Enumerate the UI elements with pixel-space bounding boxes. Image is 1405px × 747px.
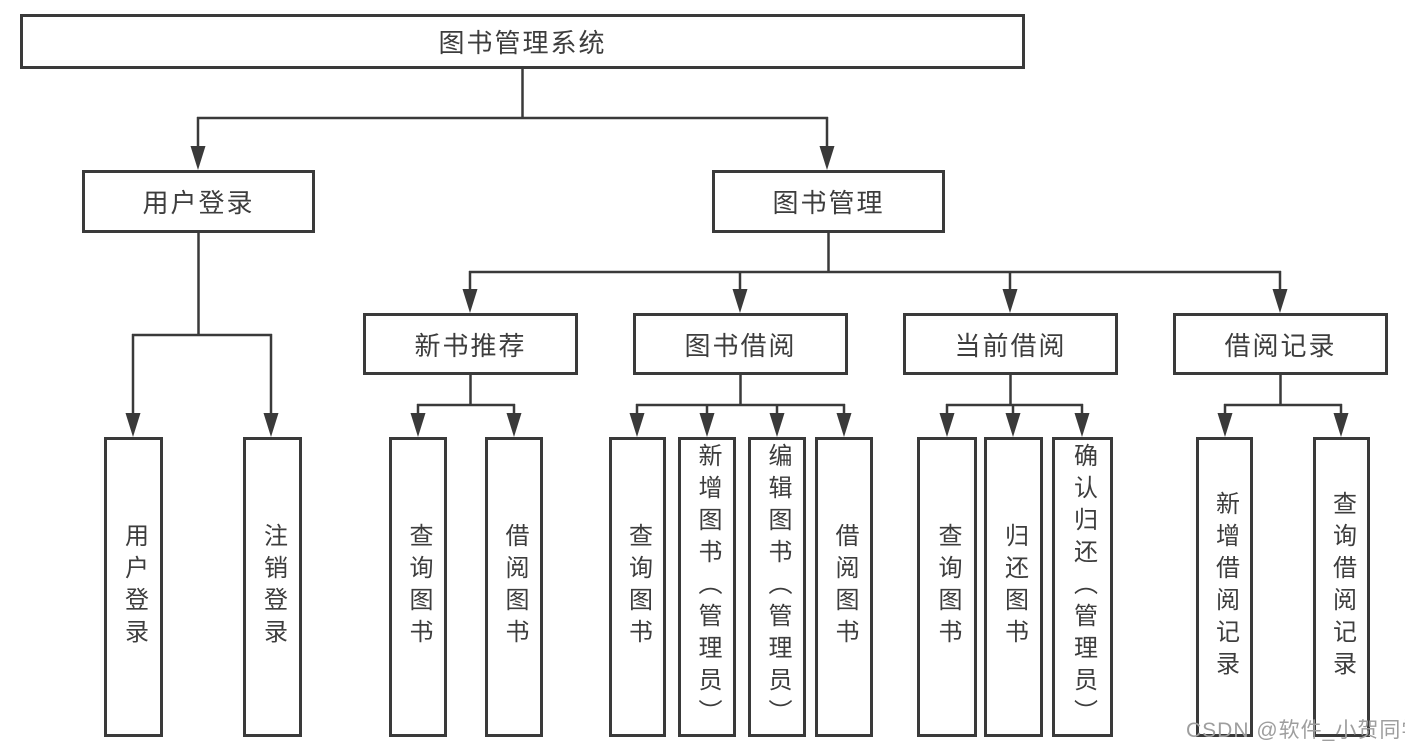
node-label: 新增借阅记录: [1211, 491, 1239, 683]
leaf-return-books: 归还图书: [984, 437, 1043, 737]
node-label: 编辑图书（管理员）: [764, 443, 791, 731]
node-book-borrow: 图书借阅: [633, 313, 848, 375]
leaf-add-borrow-record: 新增借阅记录: [1196, 437, 1253, 737]
node-label: 借阅图书: [831, 523, 858, 651]
node-label: 查询图书: [405, 523, 432, 651]
node-label: 图书管理: [772, 188, 885, 218]
node-label: 新增图书（管理员）: [694, 443, 721, 731]
node-label: 当前借阅: [954, 330, 1067, 361]
leaf-edit-books-admin: 编辑图书（管理员）: [748, 437, 806, 737]
watermark: CSDN @软件_小贺同学: [1186, 719, 1405, 742]
leaf-query-borrow-record: 查询借阅记录: [1313, 437, 1370, 737]
node-label: 图书借阅: [684, 330, 797, 361]
node-label: 注销登录: [259, 523, 287, 651]
leaf-borrow-books: 借阅图书: [485, 437, 543, 737]
node-label: 用户登录: [120, 523, 148, 651]
node-label: 查询图书: [624, 523, 652, 651]
node-label: 查询借阅记录: [1328, 491, 1356, 683]
leaf-borrow-books: 借阅图书: [815, 437, 873, 737]
node-label: 归还图书: [1000, 523, 1028, 651]
leaf-confirm-return-admin: 确认归还（管理员）: [1052, 437, 1113, 737]
arrowheads: [125, 146, 1349, 437]
node-label: 图书管理系统: [438, 28, 607, 58]
leaf-user-login: 用户登录: [104, 437, 163, 737]
leaf-logout: 注销登录: [243, 437, 302, 737]
leaf-add-books-admin: 新增图书（管理员）: [678, 437, 736, 737]
node-borrow-record: 借阅记录: [1173, 313, 1388, 375]
leaf-query-books: 查询图书: [609, 437, 666, 737]
node-user-login: 用户登录: [82, 170, 315, 233]
node-label: 借阅图书: [501, 523, 528, 651]
node-label: 用户登录: [142, 188, 255, 218]
node-library-management-system: 图书管理系统: [20, 14, 1025, 69]
leaf-query-books: 查询图书: [917, 437, 977, 737]
node-label: 确认归还（管理员）: [1069, 443, 1097, 731]
node-label: 新书推荐: [414, 330, 527, 361]
node-label: 借阅记录: [1224, 330, 1337, 361]
node-label: 查询图书: [934, 523, 961, 651]
leaf-query-books: 查询图书: [389, 437, 447, 737]
node-current-borrow: 当前借阅: [903, 313, 1118, 375]
node-new-book-recommend: 新书推荐: [363, 313, 578, 375]
node-book-management: 图书管理: [712, 170, 945, 233]
